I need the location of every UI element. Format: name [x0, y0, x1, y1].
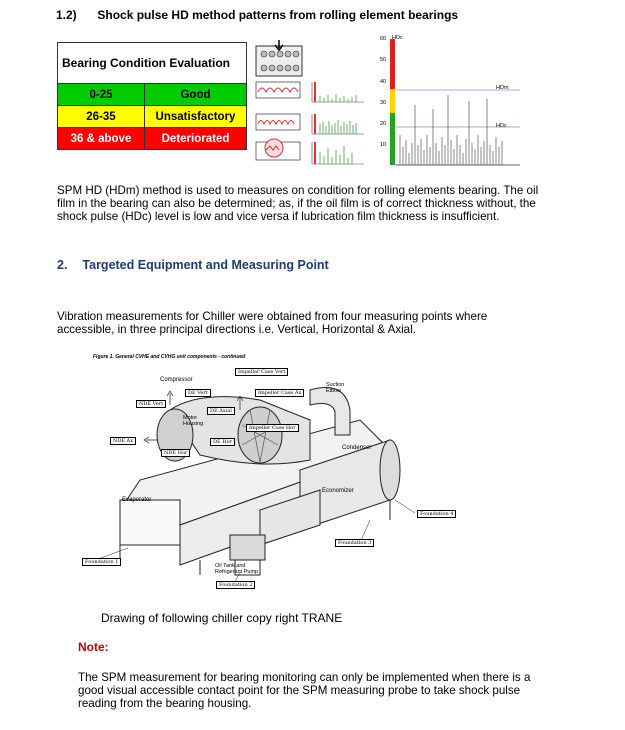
label-condenser: Condenser: [342, 445, 372, 451]
section-title: Targeted Equipment and Measuring Point: [82, 258, 329, 272]
table-row: 0-25 Good: [57, 83, 247, 106]
condition-cell: Deteriorated: [144, 127, 247, 150]
condition-cell: Good: [144, 83, 247, 106]
hdm-label: HDm: [496, 85, 509, 91]
hd-method-paragraph: SPM HD (HDm) method is used to measures …: [57, 184, 539, 224]
label-motor-housing: Motor Housing: [183, 415, 204, 427]
section-title: Shock pulse HD method patterns from roll…: [97, 8, 459, 22]
tick-label: 40: [380, 79, 387, 85]
label-nde-vert: NDE Vert: [136, 400, 167, 408]
range-cell: 0-25: [57, 83, 145, 106]
figure-caption: Figure 1. General CVHE and CVHG unit com…: [93, 354, 246, 360]
note-title: Note:: [78, 640, 109, 654]
hd-chart-top-label: HDc: [392, 35, 403, 41]
tick-label: 20: [380, 121, 387, 127]
section-1-2-heading: 1.2) Shock pulse HD method patterns from…: [56, 8, 458, 22]
chiller-figure: Figure 1. General CVHE and CVHG unit com…: [60, 350, 540, 595]
label-oil-tank: Oil Tank and Refrigerant Pump: [215, 563, 259, 575]
label-suction-elbow: Suction Elbow: [326, 382, 345, 394]
hd-chart: HDc 60 50 40 30 20 10 HDm HDc: [380, 35, 530, 170]
bearing-condition-table: Bearing Condition Evaluation 0-25 Good 2…: [57, 42, 247, 150]
label-impeller-case-ax: Impeller Case Ax: [255, 389, 305, 397]
label-evaporator: Evaporator: [122, 497, 152, 503]
label-de-hor: DE Hor: [210, 438, 236, 446]
condition-cell: Unsatisfactory: [144, 105, 247, 128]
label-foundation-2: Foundation 2: [216, 581, 256, 589]
measurement-paragraph: Vibration measurements for Chiller were …: [57, 310, 488, 337]
tick-label: 50: [380, 57, 387, 63]
label-economizer: Economizer: [322, 488, 354, 494]
section-number: 2.: [57, 258, 68, 272]
label-nde-ax: NDE Ax: [110, 437, 137, 445]
arrow-down-icon: [274, 40, 284, 52]
bearing-illustration: [255, 40, 364, 165]
table-row: 36 & above Deteriorated: [57, 127, 247, 150]
drawing-caption: Drawing of following chiller copy right …: [101, 611, 343, 625]
label-nde-hor: NDE Hor: [161, 449, 191, 457]
tick-label: 10: [380, 142, 387, 148]
label-compressor: Compressor: [160, 377, 193, 383]
note-body: The SPM measurement for bearing monitori…: [78, 671, 531, 711]
chiller-drawing: [89, 387, 416, 583]
table-header: Bearing Condition Evaluation: [57, 42, 247, 84]
tick-label: 30: [380, 100, 387, 106]
label-foundation-3: Foundation 3: [335, 539, 375, 547]
label-de-axial: DE Axial: [207, 407, 235, 415]
range-cell: 26-35: [57, 105, 145, 128]
section-number: 1.2): [56, 8, 77, 22]
table-row: 26-35 Unsatisfactory: [57, 105, 247, 128]
label-impeller-case-vert: Impeller Case Vert: [235, 368, 289, 376]
label-foundation-4: Foundation 4: [417, 510, 457, 518]
label-impeller-case-hor: Impeller Case Hor: [246, 424, 299, 432]
hdc-label: HDc: [496, 123, 507, 129]
section-2-heading: 2. Targeted Equipment and Measuring Poin…: [57, 258, 329, 272]
range-cell: 36 & above: [57, 127, 145, 150]
tick-label: 60: [380, 36, 387, 42]
label-de-vert: DE Vert: [185, 389, 211, 397]
label-foundation-1: Foundation 1: [82, 558, 122, 566]
